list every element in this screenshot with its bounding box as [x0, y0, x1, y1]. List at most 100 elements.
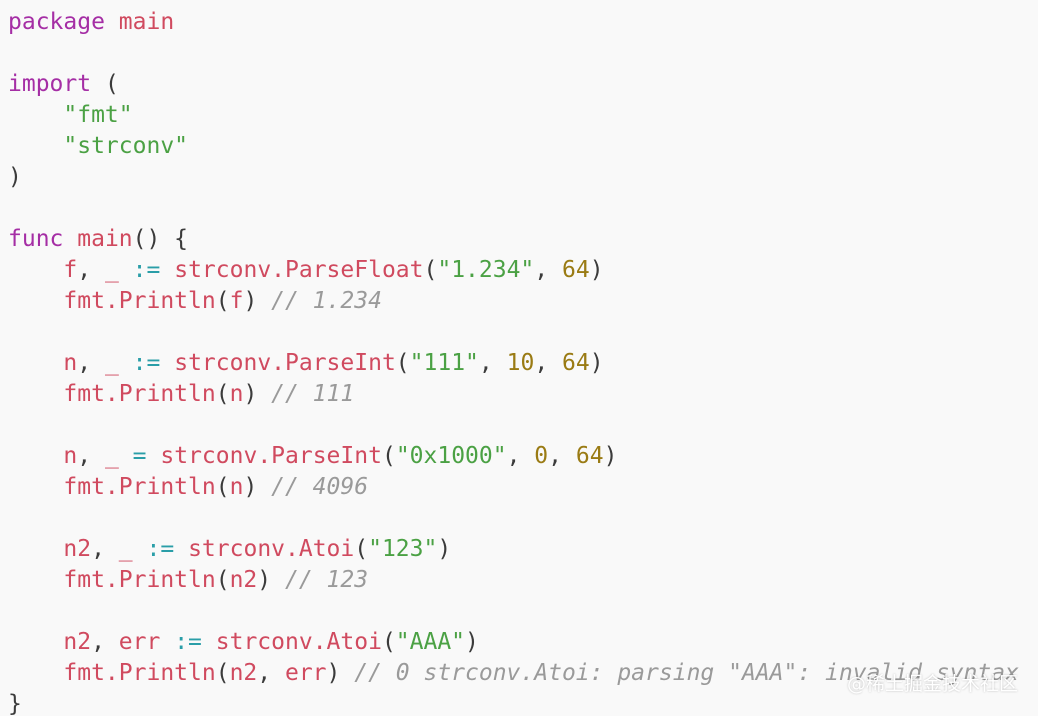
code-line: fmt.Println(f) // 1.234 — [8, 286, 1038, 317]
code-token-punct: ( — [395, 350, 410, 376]
code-token-punct: ( — [91, 71, 119, 97]
code-token-ident: fmt.Println — [63, 288, 216, 314]
code-token-punct: ( — [423, 257, 438, 283]
code-token-ident: _ — [104, 443, 119, 469]
code-line — [8, 38, 1038, 69]
code-token-punct: ) — [8, 164, 22, 190]
code-token-punct: ( — [215, 288, 230, 314]
code-token-punct: ( — [215, 567, 230, 593]
code-token-punct: ) — [589, 350, 604, 376]
code-token-punct: ) — [326, 660, 355, 686]
code-token-ident: n2 — [229, 660, 258, 686]
code-token-punct: ( — [215, 381, 230, 407]
code-line — [8, 503, 1038, 534]
code-token-punct: ) — [243, 381, 272, 407]
code-token-string: "123" — [368, 536, 438, 562]
code-token-ident: f — [229, 288, 244, 314]
code-token-punct: , — [534, 257, 562, 283]
code-line: fmt.Println(n2) // 123 — [8, 565, 1038, 596]
code-token-punct — [8, 288, 63, 314]
code-line: n, _ := strconv.ParseInt("111", 10, 64) — [8, 348, 1038, 379]
code-token-punct: ( — [381, 629, 396, 655]
code-token-op: := — [132, 257, 161, 283]
code-token-comment: // 123 — [284, 567, 369, 593]
code-token-punct — [8, 474, 63, 500]
code-line: "fmt" — [8, 100, 1038, 131]
code-token-punct: , — [77, 257, 105, 283]
code-token-number: 64 — [562, 350, 590, 376]
code-token-punct — [147, 443, 161, 469]
code-token-punct: , — [534, 350, 563, 376]
code-line — [8, 193, 1038, 224]
code-token-punct — [119, 443, 133, 469]
code-token-comment: // 1.234 — [271, 288, 382, 314]
code-token-punct: ) — [437, 536, 452, 562]
code-token-punct — [63, 226, 77, 252]
code-token-ident: _ — [104, 350, 119, 376]
code-token-punct — [119, 350, 133, 376]
code-token-punct — [105, 9, 119, 35]
code-token-punct: ) — [257, 567, 285, 593]
code-token-ident: n — [229, 381, 244, 407]
code-line — [8, 317, 1038, 348]
code-token-punct: ) — [589, 257, 604, 283]
code-token-punct — [8, 102, 63, 128]
code-token-ident: _ — [104, 257, 119, 283]
code-token-string: "111" — [409, 350, 479, 376]
code-line: fmt.Println(n) // 4096 — [8, 472, 1038, 503]
code-line — [8, 596, 1038, 627]
code-token-ident: fmt.Println — [63, 567, 216, 593]
code-token-punct — [174, 536, 188, 562]
code-token-ident: n — [63, 443, 78, 469]
code-token-punct: ) — [603, 443, 618, 469]
code-line: package main — [8, 7, 1038, 38]
code-token-ident: f — [63, 257, 78, 283]
code-token-number: 0 — [534, 443, 549, 469]
code-token-ident: fmt.Println — [63, 660, 216, 686]
code-token-string: "fmt" — [63, 102, 133, 128]
code-token-punct: ( — [215, 474, 230, 500]
code-token-punct: , — [506, 443, 535, 469]
code-token-string: "AAA" — [395, 629, 466, 655]
code-line: n2, _ := strconv.Atoi("123") — [8, 534, 1038, 565]
code-token-ident: n — [229, 474, 244, 500]
code-token-number: 64 — [575, 443, 604, 469]
code-editor: package main import ( "fmt" "strconv") f… — [8, 7, 1038, 716]
code-token-number: 64 — [561, 257, 590, 283]
code-line: fmt.Println(n2, err) // 0 strconv.Atoi: … — [8, 658, 1038, 689]
code-token-punct — [8, 536, 63, 562]
code-token-ident: strconv.ParseInt — [160, 443, 382, 469]
code-token-ident: fmt.Println — [63, 381, 216, 407]
code-token-punct: ) — [465, 629, 479, 655]
code-token-punct: () { — [132, 226, 189, 252]
code-token-punct: ) — [243, 288, 272, 314]
code-line — [8, 410, 1038, 441]
code-line: import ( — [8, 69, 1038, 100]
code-line: fmt.Println(n) // 111 — [8, 379, 1038, 410]
code-token-punct — [8, 381, 63, 407]
code-token-punct: , — [91, 629, 119, 655]
code-token-keyword: package — [8, 9, 105, 35]
code-token-punct — [202, 629, 216, 655]
code-token-comment: // 4096 — [271, 474, 369, 500]
code-line: "strconv" — [8, 131, 1038, 162]
code-token-string: "0x1000" — [395, 443, 507, 469]
code-token-punct: ( — [354, 536, 369, 562]
code-token-punct: , — [478, 350, 507, 376]
code-line: n, _ = strconv.ParseInt("0x1000", 0, 64) — [8, 441, 1038, 472]
code-token-ident: n2 — [63, 629, 92, 655]
code-token-ident: strconv.ParseFloat — [174, 257, 424, 283]
code-token-punct — [119, 257, 133, 283]
code-token-punct: , — [548, 443, 576, 469]
code-token-punct: , — [77, 443, 105, 469]
code-token-punct — [8, 257, 63, 283]
code-token-punct: , — [77, 350, 105, 376]
code-token-op: := — [146, 536, 175, 562]
code-token-ident: n2 — [229, 567, 258, 593]
code-token-punct — [8, 660, 63, 686]
code-token-op: := — [174, 629, 202, 655]
code-token-punct — [8, 443, 63, 469]
code-token-punct — [8, 133, 63, 159]
code-token-punct: , — [257, 660, 285, 686]
code-token-op: = — [132, 443, 147, 469]
